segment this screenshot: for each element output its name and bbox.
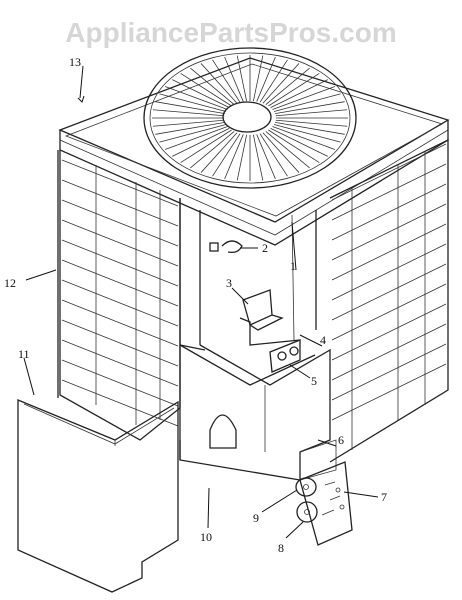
leader-lines [23, 65, 379, 539]
left-coil-panel [57, 150, 181, 441]
control-panel [179, 344, 337, 481]
valve-plate [299, 461, 353, 546]
gasket-9-icon [295, 477, 317, 497]
callout-6: 6 [338, 433, 344, 447]
callout-5: 5 [311, 374, 317, 388]
access-panel [17, 399, 179, 593]
callout-3: 3 [226, 276, 232, 290]
right-coil-panel [329, 138, 449, 463]
callout-2: 2 [262, 241, 268, 255]
callout-7: 7 [381, 490, 387, 504]
callout-11: 11 [18, 347, 30, 361]
fitting-part-icon [269, 339, 301, 373]
callout-9: 9 [253, 511, 259, 525]
gasket-8-icon [296, 501, 318, 523]
fan-grille-icon [143, 47, 357, 189]
sensor-part-icon [209, 240, 243, 254]
callout-1: 1 [290, 259, 296, 273]
callout-10: 10 [200, 530, 212, 544]
top-cover [58, 57, 450, 246]
watermark-text: AppliancePartsPros.com [65, 17, 396, 48]
bracket-part-icon [242, 289, 284, 331]
callout-12: 12 [4, 276, 16, 290]
callout-13: 13 [69, 55, 81, 69]
callout-4: 4 [320, 333, 326, 347]
callout-8: 8 [278, 541, 284, 555]
interior-frame [179, 198, 317, 386]
